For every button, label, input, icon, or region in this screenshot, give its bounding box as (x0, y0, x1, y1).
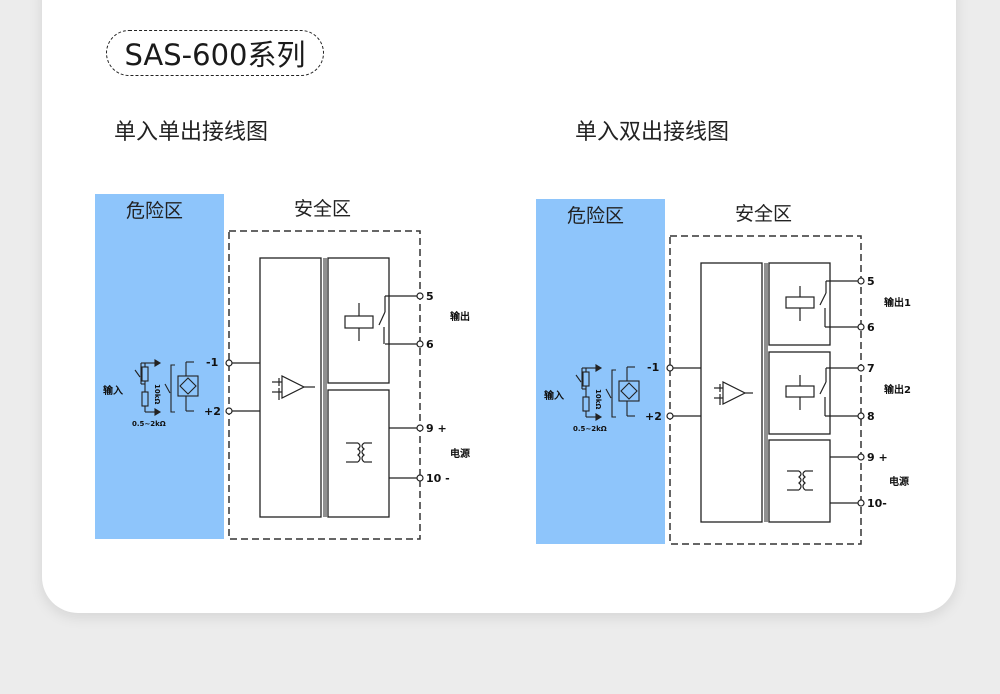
output-1-label: 输出1 (884, 296, 911, 309)
terminal-2 (225, 407, 233, 415)
terminal-5 (857, 277, 865, 285)
terminal-label-1: -1 (647, 361, 659, 374)
terminal-label-7: 7 (867, 362, 875, 375)
terminal-label-6: 6 (426, 338, 434, 351)
transformer-icon (346, 442, 372, 463)
series-title-badge: SAS-600系列 (106, 30, 324, 76)
hazard-zone (95, 194, 224, 539)
transformer-icon (787, 470, 813, 491)
relay-icon (344, 296, 386, 344)
terminal-label-8: 8 (867, 410, 875, 423)
amplifier-icon (714, 381, 753, 405)
input-sensor-icon (134, 359, 199, 416)
output-wiring (670, 280, 861, 504)
terminal-label-5: 5 (867, 275, 875, 288)
terminal-label-6: 6 (867, 321, 875, 334)
safe-zone-label: 安全区 (735, 203, 792, 225)
safe-zone-boundary (669, 235, 862, 545)
diagram-title-single-output: 单入单出接线图 (114, 120, 269, 145)
power-block (327, 389, 390, 518)
terminal-6 (857, 323, 865, 331)
resistor-bottom-label: 0.5~2kΩ (573, 425, 607, 433)
terminal-10 (857, 499, 865, 507)
terminal-9 (416, 424, 424, 432)
safe-zone-boundary (228, 230, 421, 540)
hazard-zone-label: 危险区 (126, 200, 183, 222)
power-block (768, 439, 831, 523)
relay-block-1 (768, 262, 831, 346)
input-label: 输入 (544, 389, 564, 402)
terminal-label-5: 5 (426, 290, 434, 303)
relay-block (327, 257, 390, 384)
terminal-label-2: +2 (645, 410, 662, 423)
series-title: SAS-600系列 (124, 38, 306, 72)
terminal-2 (666, 412, 674, 420)
safe-zone-label: 安全区 (294, 198, 351, 220)
output-wiring (229, 295, 420, 479)
resistor-top-label: 10kΩ (153, 384, 161, 404)
hazard-zone (536, 199, 665, 544)
relay-icon-2 (785, 368, 827, 416)
amplifier-block (259, 257, 322, 518)
amplifier-icon (272, 375, 315, 400)
resistor-bottom-label: 0.5~2kΩ (132, 420, 166, 428)
terminal-1 (666, 364, 674, 372)
terminal-label-10: 10 - (426, 472, 450, 485)
terminal-label-9: 9 + (426, 422, 447, 435)
diagram-title-dual-output: 单入双出接线图 (575, 120, 730, 145)
terminal-5 (416, 292, 424, 300)
input-label: 输入 (103, 384, 123, 397)
power-label: 电源 (889, 475, 909, 488)
input-sensor-icon (575, 364, 640, 421)
relay-icon-1 (785, 281, 827, 327)
terminal-label-1: -1 (206, 356, 218, 369)
terminal-7 (857, 364, 865, 372)
terminal-9 (857, 453, 865, 461)
terminal-label-2: +2 (204, 405, 221, 418)
terminal-6 (416, 340, 424, 348)
relay-block-2 (768, 351, 831, 435)
output-2-label: 输出2 (884, 383, 911, 396)
terminal-10 (416, 474, 424, 482)
terminal-label-9: 9 + (867, 451, 888, 464)
terminal-1 (225, 359, 233, 367)
resistor-top-label: 10kΩ (594, 389, 602, 409)
amplifier-block (700, 262, 763, 523)
terminal-8 (857, 412, 865, 420)
power-label: 电源 (450, 447, 470, 460)
terminal-label-10: 10- (867, 497, 887, 510)
output-label: 输出 (450, 310, 470, 323)
hazard-zone-label: 危险区 (567, 205, 624, 227)
